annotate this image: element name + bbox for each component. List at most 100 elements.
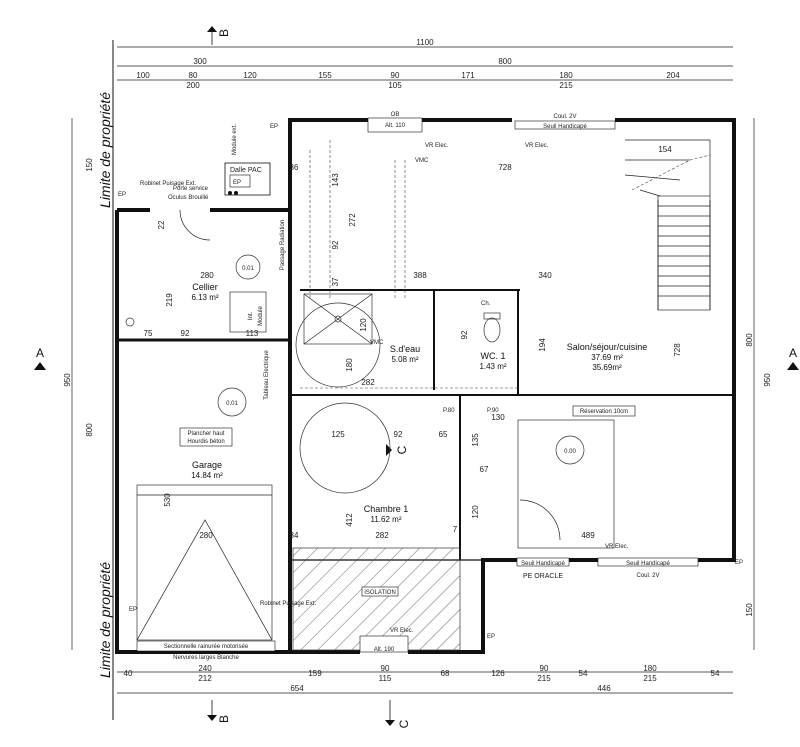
svg-text:68: 68 [441,669,450,678]
svg-text:215: 215 [559,81,573,90]
svg-text:0.01: 0.01 [226,401,238,407]
svg-text:A: A [36,346,44,360]
svg-text:WC. 1: WC. 1 [480,351,505,361]
property-limit-label-bottom: Limite de propriété [97,562,113,678]
svg-text:800: 800 [745,333,754,347]
svg-text:37: 37 [331,277,340,286]
svg-text:11.62 m²: 11.62 m² [371,515,402,524]
svg-text:240: 240 [198,664,212,673]
svg-text:S.d'eau: S.d'eau [390,344,420,354]
svg-text:800: 800 [498,57,512,66]
section-c-mid: C [386,444,409,456]
svg-text:0.01: 0.01 [242,266,254,272]
svg-text:489: 489 [581,531,595,540]
svg-text:180: 180 [345,358,354,372]
svg-text:Cellier: Cellier [192,282,218,292]
vmc-label-2: VMC [370,340,384,346]
door-swings [125,209,585,541]
staircase [624,139,711,311]
seuil-bottom-right: Seuil Handicapé Coul. 2V [597,557,699,579]
window-top: OB Alt. 110 [367,112,423,133]
svg-text:92: 92 [460,330,469,339]
svg-text:215: 215 [643,674,657,683]
svg-text:OB: OB [391,112,400,118]
isolation-note: ISOLATION [361,586,399,597]
svg-text:950: 950 [763,373,772,387]
svg-text:14.84 m²: 14.84 m² [191,471,223,480]
vr-elec-bottom: VR Elec. [605,544,629,550]
ch-label: Ch. [481,301,491,307]
svg-text:180: 180 [559,71,573,80]
vr-elec-top: VR Elec. [425,143,449,149]
svg-text:90: 90 [391,71,400,80]
svg-text:800: 800 [85,423,94,437]
room-salon: Salon/séjour/cuisine 37.69 m² 35.69m² [567,342,648,372]
svg-text:PE ORACLE: PE ORACLE [523,573,563,580]
dalle-pac: Dalle PAC EP Module ext. [224,124,271,196]
svg-text:154: 154 [658,145,672,154]
garage-door [136,484,273,641]
room-cellier: Cellier 6.13 m² [191,282,218,302]
svg-text:728: 728 [498,163,512,172]
seuil-bottom-left: Seuil Handicapé PE ORACLE [516,557,570,580]
svg-text:34: 34 [290,531,299,540]
level-markers: 0.01 0.01 0.00 [226,266,576,455]
property-limit-label-top: Limite de propriété [97,92,113,208]
svg-text:90: 90 [381,664,390,673]
svg-text:113: 113 [246,329,259,338]
svg-text:Module: Module [258,306,264,326]
svg-text:272: 272 [348,213,357,227]
section-b-top: B [207,26,231,45]
svg-text:280: 280 [199,531,213,540]
svg-text:212: 212 [198,674,212,683]
ep-label-1: EP [270,124,278,130]
dims-top: 1100 300 800 100 80 120 155 90 171 180 2… [117,38,733,90]
svg-text:120: 120 [359,318,368,332]
svg-text:Int.: Int. [248,312,254,321]
shower [303,293,373,345]
svg-text:388: 388 [413,271,427,280]
svg-text:65: 65 [439,430,448,439]
svg-text:Seuil Handicapé: Seuil Handicapé [543,124,587,130]
svg-text:135: 135 [471,433,480,447]
svg-text:54: 54 [711,669,720,678]
svg-text:143: 143 [331,173,340,187]
svg-text:126: 126 [491,669,505,678]
module-int: Int. Module [229,291,267,333]
dims-left: 150 950 800 [63,118,94,650]
svg-text:728: 728 [673,343,682,357]
svg-text:950: 950 [63,373,72,387]
svg-text:Réservation 10cm: Réservation 10cm [580,409,628,415]
ep-label-2: EP [118,192,126,198]
svg-text:Garage: Garage [192,460,222,470]
svg-text:5.08 m²: 5.08 m² [391,355,418,364]
svg-text:VR Elec.: VR Elec. [390,628,414,634]
svg-text:Hourdis béton: Hourdis béton [187,439,224,445]
section-a-right: A [787,346,799,370]
svg-text:155: 155 [318,71,332,80]
svg-text:40: 40 [124,669,133,678]
svg-text:180: 180 [643,664,657,673]
svg-text:75: 75 [144,329,153,338]
svg-text:54: 54 [579,669,588,678]
svg-text:Alt. 110: Alt. 110 [385,123,406,129]
svg-text:105: 105 [388,81,402,90]
passage-label: Passage Radiation [280,220,286,270]
svg-text:125: 125 [331,430,345,439]
svg-text:36: 36 [290,163,299,172]
ep-label-5: EP [735,560,743,566]
svg-text:120: 120 [471,505,480,519]
p80-label: P.80 [443,408,455,414]
svg-text:ISOLATION: ISOLATION [364,590,396,596]
svg-text:282: 282 [375,531,389,540]
svg-text:80: 80 [189,71,198,80]
svg-text:Chambre 1: Chambre 1 [364,504,409,514]
seuil-top: Seuil Handicapé Coul. 2V [514,114,616,130]
svg-text:204: 204 [666,71,680,80]
svg-text:200: 200 [186,81,200,90]
svg-text:Dalle PAC: Dalle PAC [230,167,262,174]
ep-label-3: EP [129,607,137,613]
svg-text:37.69 m²: 37.69 m² [591,353,623,362]
interior-dims: 143 272 728 92 37 388 340 280 219 92 113… [144,145,682,540]
